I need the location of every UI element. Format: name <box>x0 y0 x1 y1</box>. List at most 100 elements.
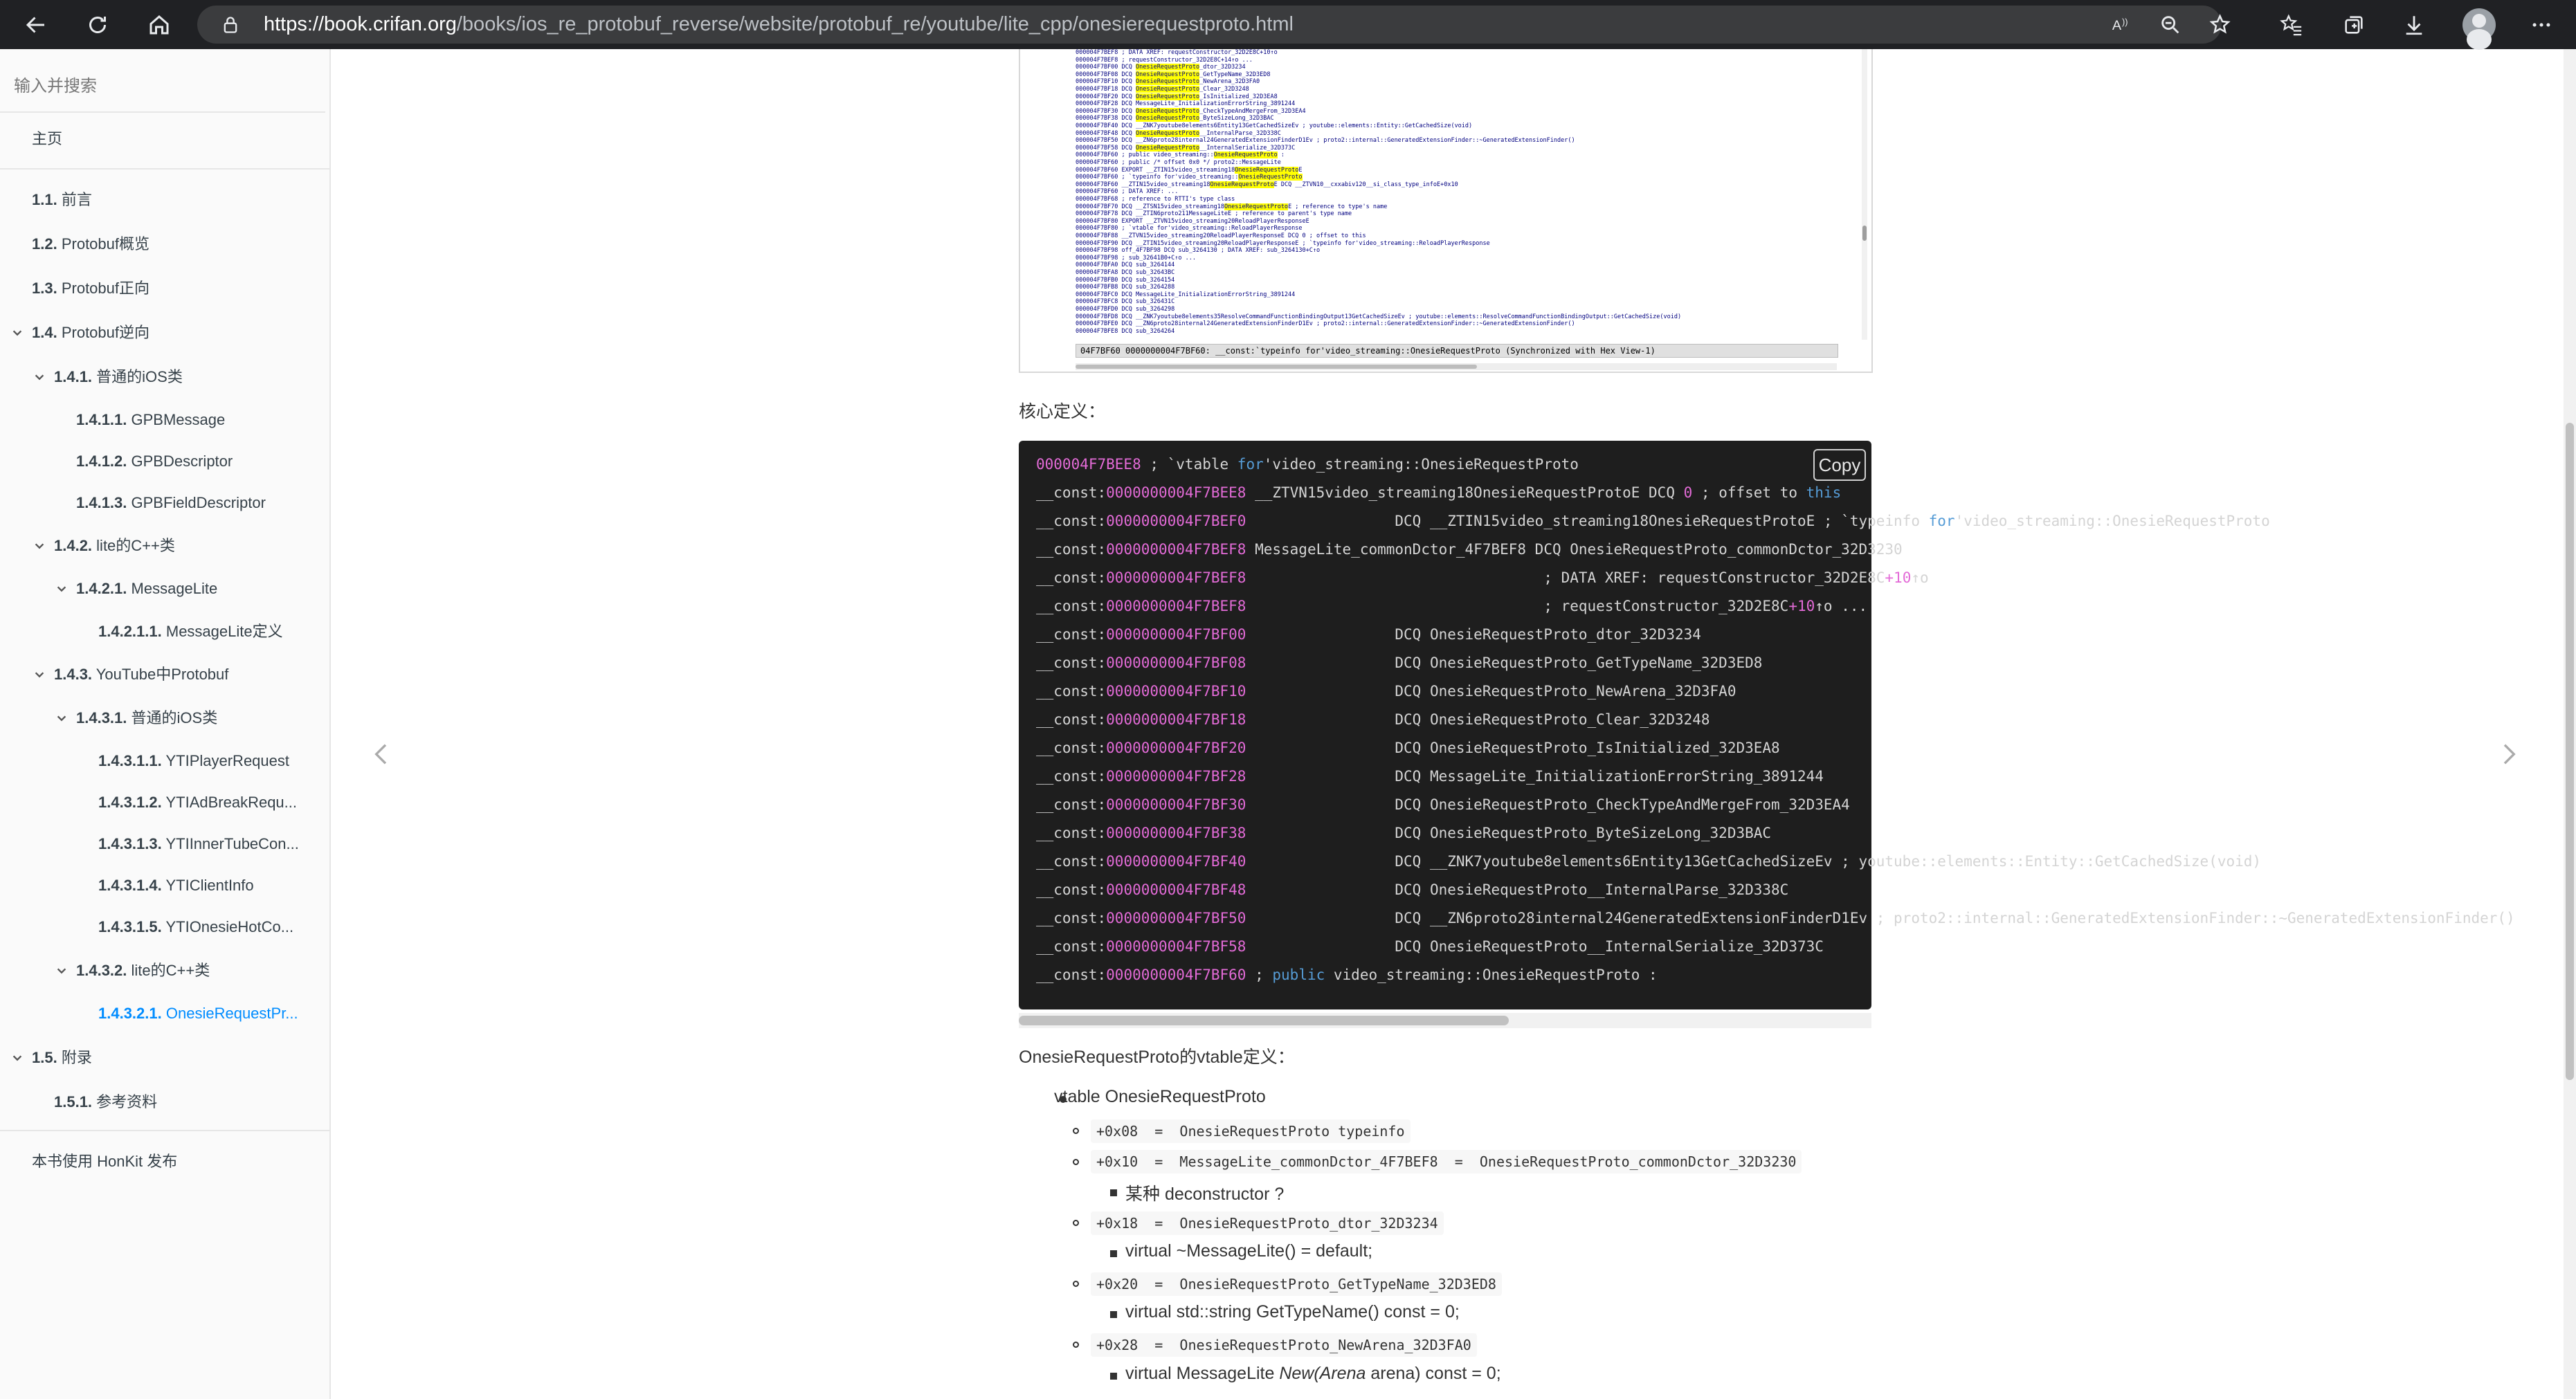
code-text: DCQ OnesieRequestProto_dtor_32D3234 <box>1246 626 1701 643</box>
search-input[interactable] <box>0 62 325 113</box>
toc-item-overview[interactable]: 1.2. Protobuf概览 <box>32 235 149 253</box>
collections-button[interactable] <box>2337 8 2370 42</box>
toc-item-forward[interactable]: 1.3. Protobuf正向 <box>32 280 149 297</box>
vtable-def-label: OnesieRequestProto的vtable定义： <box>1019 1048 1295 1067</box>
ida-highlight: OnesieRequestProto <box>1136 93 1200 100</box>
page-scroll-thumb[interactable] <box>2566 423 2574 1080</box>
toc-item-references[interactable]: 1.5.1. 参考资料 <box>54 1093 158 1110</box>
ida-line: 000004F7BF60 ; `typeinfo for'video_strea… <box>1076 174 1303 181</box>
ida-text: __InternalParse_32D338C <box>1199 129 1281 137</box>
ida-line: 000004F7BF60 ; public /* offset 0x0 */ p… <box>1076 159 1281 166</box>
copy-button[interactable]: Copy <box>1813 449 1866 481</box>
toc-item-youtube-protobuf[interactable]: 1.4.3. YouTube中Protobuf <box>0 655 329 694</box>
code-scrollbar[interactable] <box>1019 1013 1871 1028</box>
toc-item-ytiplayerrequest[interactable]: 1.4.3.1.1. YTIPlayerRequest <box>98 752 289 769</box>
code-segment: __const: <box>1036 711 1107 728</box>
next-page-button[interactable] <box>2487 733 2529 775</box>
favorites-button[interactable] <box>2275 8 2308 42</box>
code-segment: __const: <box>1036 910 1107 926</box>
chevron-down-icon[interactable] <box>32 655 47 694</box>
toc-item-honkit[interactable]: 本书使用 HonKit 发布 <box>32 1153 178 1170</box>
ida-text: E <box>1298 166 1303 174</box>
code-text: DCQ OnesieRequestProto_NewArena_32D3FA0 <box>1246 683 1736 700</box>
code-text: DCQ OnesieRequestProto_CheckTypeAndMerge… <box>1246 796 1850 813</box>
downloads-button[interactable] <box>2397 8 2431 42</box>
toc-item-yt-ios-classes[interactable]: 1.4.3.1. 普通的iOS类 <box>0 699 329 738</box>
toc-item-ios-classes[interactable]: 1.4.1. 普通的iOS类 <box>0 358 329 396</box>
vtable-entry-10-note: 某种 deconstructor ? <box>1125 1185 1285 1204</box>
ida-line: 000004F7BF48 DCQ OnesieRequestProto__Int… <box>1076 129 1281 137</box>
ida-text: 000004F7BF00 DCQ <box>1076 64 1136 71</box>
chevron-down-icon[interactable] <box>54 951 69 990</box>
chevron-down-icon[interactable] <box>10 1039 25 1077</box>
vtable-entry-28-note: virtual MessageLite New(Arena arena) con… <box>1125 1364 1501 1383</box>
read-aloud-button[interactable]: A)) <box>2105 8 2139 42</box>
code-fragment: ↑o ... <box>1815 598 1868 614</box>
toc-item-messagelite[interactable]: 1.4.2.1. MessageLite <box>0 569 329 608</box>
home-button[interactable] <box>140 6 179 44</box>
url-text[interactable]: https://book.crifan.org/books/ios_re_pro… <box>264 13 1294 35</box>
collections-icon <box>2345 16 2363 34</box>
code-scroll-thumb[interactable] <box>1019 1016 1509 1025</box>
ida-text: 000004F7BF58 DCQ <box>1076 144 1136 152</box>
more-button[interactable] <box>2525 8 2558 42</box>
code-address: 0000000004F7BEF8 <box>1106 541 1246 558</box>
profile-avatar[interactable] <box>2462 8 2496 50</box>
toc-item-home[interactable]: 主页 <box>32 130 63 147</box>
chevron-down-icon[interactable] <box>10 313 25 352</box>
address-bar[interactable]: https://book.crifan.org/books/ios_re_pro… <box>197 6 2222 44</box>
add-favorite-button[interactable] <box>2204 8 2238 42</box>
ida-text: E ; reference to type's name <box>1288 203 1388 210</box>
refresh-icon <box>89 17 106 33</box>
toc-item-gpbmessage[interactable]: 1.4.1.1. GPBMessage <box>76 411 226 428</box>
toc-item-ytionesiehotconfig[interactable]: 1.4.3.1.5. YTIOnesieHotCo... <box>98 918 294 935</box>
chevron-down-icon[interactable] <box>54 569 69 608</box>
ida-text: E DCQ __ZTVN10__cxxabiv120__si_class_typ… <box>1273 181 1458 188</box>
vtable-entry-28: +0x28 = OnesieRequestProto_NewArena_32D3… <box>1091 1333 1477 1357</box>
toc-item-ytiadbreakrequest[interactable]: 1.4.3.1.2. YTIAdBreakRequ... <box>98 794 298 811</box>
code-fragment: DCQ __ZTIN15video_streaming18OnesieReque… <box>1246 513 1929 529</box>
code-keyword: +10 <box>1885 569 1912 586</box>
toc-item-preface[interactable]: 1.1. 前言 <box>32 191 92 208</box>
zoom-out-icon <box>2161 16 2179 34</box>
ida-horizontal-scrollbar <box>1076 363 1837 370</box>
toc-item-gpbdescriptor[interactable]: 1.4.1.2. GPBDescriptor <box>76 452 233 470</box>
ida-line: 000004F7BF88 __ZTVN15video_streaming20Re… <box>1076 232 1366 239</box>
page-scrollbar[interactable] <box>2564 49 2576 1399</box>
ida-highlight: OnesieRequestProto <box>1213 152 1278 159</box>
toc-item-messagelite-def[interactable]: 1.4.2.1.1. MessageLite定义 <box>98 623 283 640</box>
code-segment: __const: <box>1036 853 1107 870</box>
code-text: DCQ MessageLite_InitializationErrorStrin… <box>1246 768 1824 785</box>
refresh-button[interactable] <box>78 6 117 44</box>
toc-item-gpbfielddescriptor[interactable]: 1.4.1.3. GPBFieldDescriptor <box>76 494 266 511</box>
toc-item-reverse[interactable]: 1.4. Protobuf逆向 <box>0 313 329 352</box>
toc-item-appendix[interactable]: 1.5. 附录 <box>0 1039 329 1077</box>
toc-item-lite-cpp[interactable]: 1.4.2. lite的C++类 <box>0 527 329 565</box>
ida-highlight: OnesieRequestProto <box>1136 144 1200 152</box>
code-segment: __const: <box>1036 513 1107 529</box>
code-text: MessageLite_commonDctor_4F7BEF8 DCQ Ones… <box>1246 541 1903 558</box>
code-segment: __const: <box>1036 683 1107 700</box>
ida-highlight: OnesieRequestProto <box>1235 166 1299 174</box>
code-keyword: for <box>1928 513 1955 529</box>
svg-text:)): )) <box>2122 17 2128 27</box>
toc-item-onesierequestproto[interactable]: 1.4.3.2.1. OnesieRequestPr... <box>98 1005 298 1022</box>
toc-item-yt-lite-cpp[interactable]: 1.4.3.2. lite的C++类 <box>0 951 329 990</box>
chevron-down-icon[interactable] <box>32 358 47 396</box>
list-bullet <box>1073 1281 1079 1287</box>
toc-item-yticlientinfo[interactable]: 1.4.3.1.4. YTIClientInfo <box>98 877 254 894</box>
ida-status-bar: 04F7BF60 0000000004F7BF60: __const:`type… <box>1076 344 1838 358</box>
chevron-down-icon[interactable] <box>32 527 47 565</box>
ida-highlight: OnesieRequestProto <box>1136 115 1200 122</box>
code-fragment: 'video_streaming::OnesieRequestProto <box>1954 513 2270 529</box>
ida-text: _NewArena_32D3FA0 <box>1199 78 1260 86</box>
back-button[interactable] <box>17 6 55 44</box>
toc-item-ytiinnertubecontext[interactable]: 1.4.3.1.3. YTIInnerTubeCon... <box>98 835 299 852</box>
code-segment: __const: <box>1036 796 1107 813</box>
code-line: __const:0000000004F7BF18 DCQ OnesieReque… <box>1036 706 1710 733</box>
toc-divider <box>0 168 329 170</box>
prev-page-button[interactable] <box>361 733 403 775</box>
zoom-button[interactable] <box>2154 8 2187 42</box>
chevron-down-icon[interactable] <box>54 699 69 738</box>
read-aloud-icon: A)) <box>2112 17 2128 33</box>
